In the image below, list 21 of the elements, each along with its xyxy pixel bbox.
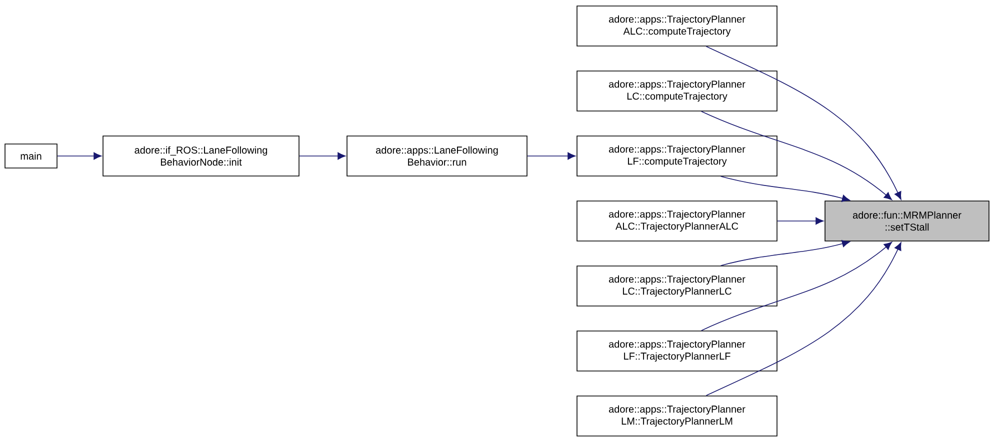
arrow xyxy=(700,242,892,331)
function-box: adore::apps::TrajectoryPlanner LC::TrajectoryPlannerLC xyxy=(576,266,778,306)
function-box: adore::apps::TrajectoryPlanner LF::computeTrajectory xyxy=(576,136,778,176)
arrow xyxy=(700,111,892,200)
function-box: adore::apps::TrajectoryPlanner ALC::TrajectoryPlannerALC xyxy=(576,200,778,242)
arrow xyxy=(777,217,824,225)
arrow xyxy=(720,176,850,202)
arrow xyxy=(706,242,902,396)
function-box: adore::if_ROS::LaneFollowing BehaviorNode::init xyxy=(102,136,300,176)
arrow xyxy=(720,240,850,266)
function-box: adore::apps::LaneFollowing Behavior::run xyxy=(346,136,528,176)
arrow xyxy=(57,152,102,160)
function-box: adore::apps::TrajectoryPlanner ALC::computeTrajectory xyxy=(576,6,778,46)
arrow xyxy=(527,152,576,160)
arrow xyxy=(299,152,346,160)
function-box: adore::apps::TrajectoryPlanner LF::TrajectoryPlannerLF xyxy=(576,330,778,372)
arrow xyxy=(706,46,902,200)
function-box: adore::fun::MRMPlanner ::setTStall xyxy=(824,200,990,242)
function-box: adore::apps::TrajectoryPlanner LM::TrajectoryPlannerLM xyxy=(576,396,778,436)
function-box: adore::apps::TrajectoryPlanner LC::computeTrajectory xyxy=(576,70,778,112)
function-box: main xyxy=(4,144,58,168)
